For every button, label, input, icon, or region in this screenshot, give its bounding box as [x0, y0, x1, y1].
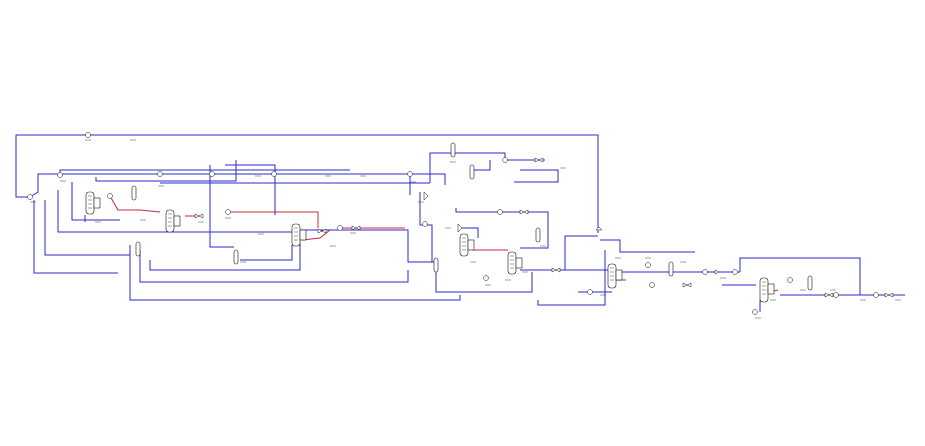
heat-exchanger-icon[interactable]	[833, 292, 839, 298]
mid-run-6[interactable]	[225, 164, 276, 215]
hot-stream-1[interactable]	[109, 195, 161, 213]
valve-icon[interactable]	[534, 157, 544, 163]
recycle-loop-top[interactable]	[15, 134, 599, 233]
valve-icon[interactable]	[884, 292, 894, 298]
stream-col-out[interactable]	[520, 235, 598, 271]
stream-to-column-b[interactable]	[435, 270, 533, 293]
heat-exchanger-icon[interactable]	[337, 225, 343, 231]
stream-top-header[interactable]	[29, 173, 446, 198]
valve-icon[interactable]	[317, 228, 327, 234]
stream-right-section[interactable]	[600, 239, 695, 253]
hot-stream-4[interactable]	[301, 229, 331, 241]
heat-exchanger-icon[interactable]	[645, 262, 651, 268]
left-vertical-4[interactable]	[71, 182, 120, 221]
flash-loop-mid[interactable]	[458, 227, 479, 238]
heat-exchanger-icon[interactable]	[732, 269, 738, 275]
mid-run-1[interactable]	[129, 245, 461, 301]
stream-right-box[interactable]	[514, 169, 559, 183]
left-vertical-1[interactable]	[33, 200, 118, 274]
mid-run-5[interactable]	[240, 245, 293, 261]
mid-run-4[interactable]	[209, 165, 234, 248]
distillation-column-icon[interactable]	[507, 251, 523, 275]
distillation-column-icon[interactable]	[85, 191, 101, 215]
flash-drum-icon[interactable]	[668, 261, 674, 277]
flash-drum-icon[interactable]	[135, 241, 141, 257]
heat-exchanger-icon[interactable]	[649, 282, 655, 288]
heat-exchanger-icon[interactable]	[502, 157, 508, 163]
heat-exchanger-icon[interactable]	[497, 209, 503, 215]
distillation-column-icon[interactable]	[165, 209, 181, 233]
heat-exchanger-icon[interactable]	[702, 269, 708, 275]
stream-drum-right[interactable]	[470, 160, 491, 171]
valve-icon[interactable]	[351, 225, 361, 231]
distillation-column-icon[interactable]	[459, 233, 475, 257]
stream-top-right[interactable]	[460, 152, 545, 161]
mid-run-7[interactable]	[300, 229, 434, 263]
mixer-icon[interactable]	[423, 191, 429, 201]
flash-loop-top[interactable]	[455, 208, 549, 249]
heat-exchanger-icon[interactable]	[587, 289, 593, 295]
stream-to-flash[interactable]	[429, 152, 460, 183]
heat-exchanger-icon[interactable]	[873, 292, 879, 298]
valve-icon[interactable]	[194, 213, 204, 219]
distillation-column-icon[interactable]	[607, 263, 623, 289]
distillation-column-icon[interactable]	[759, 277, 775, 303]
heat-exchanger-icon[interactable]	[787, 277, 793, 283]
heat-exchanger-icon[interactable]	[209, 171, 215, 177]
main-stream-pipes	[15, 134, 905, 312]
stream-header-3[interactable]	[95, 164, 268, 182]
valve-icon[interactable]	[682, 282, 692, 288]
valve-icon[interactable]	[551, 267, 561, 273]
stream-far-right-loop[interactable]	[739, 257, 861, 295]
valve-icon[interactable]	[519, 209, 529, 215]
equipment	[27, 132, 894, 315]
heat-exchanger-icon[interactable]	[27, 194, 33, 200]
mixer-icon[interactable]	[714, 269, 720, 275]
mixer-icon[interactable]	[457, 223, 463, 233]
heat-exchanger-icon[interactable]	[225, 209, 231, 215]
heat-exchanger-icon[interactable]	[85, 132, 91, 138]
heat-exchanger-icon[interactable]	[483, 275, 489, 281]
valve-icon[interactable]	[824, 292, 834, 298]
pump-icon[interactable]	[595, 226, 603, 231]
flash-drum-icon[interactable]	[433, 257, 439, 273]
hot-stream-3[interactable]	[228, 211, 319, 228]
heat-exchanger-icon[interactable]	[157, 171, 163, 177]
heat-exchanger-icon[interactable]	[407, 171, 413, 177]
left-vertical-2[interactable]	[44, 200, 130, 256]
heat-exchanger-icon[interactable]	[57, 172, 63, 178]
heat-exchanger-icon[interactable]	[422, 221, 428, 227]
stream-right-loop[interactable]	[537, 250, 606, 306]
heat-exchanger-icon[interactable]	[107, 193, 113, 199]
mid-run-2[interactable]	[139, 250, 409, 283]
flash-drum-icon[interactable]	[131, 185, 137, 201]
stream-tag-marks	[30, 139, 901, 319]
mid-run-8[interactable]	[419, 192, 433, 262]
flash-drum-icon[interactable]	[535, 227, 541, 243]
heat-exchanger-icon[interactable]	[752, 309, 758, 315]
distillation-column-icon[interactable]	[291, 223, 307, 247]
flash-drum-icon[interactable]	[469, 164, 475, 180]
flash-drum-icon[interactable]	[233, 249, 239, 265]
flash-drum-icon[interactable]	[450, 142, 456, 158]
flash-drum-icon[interactable]	[807, 275, 813, 291]
mid-run-3[interactable]	[149, 242, 301, 271]
left-vertical-3[interactable]	[57, 190, 298, 233]
heat-exchanger-icon[interactable]	[271, 171, 277, 177]
